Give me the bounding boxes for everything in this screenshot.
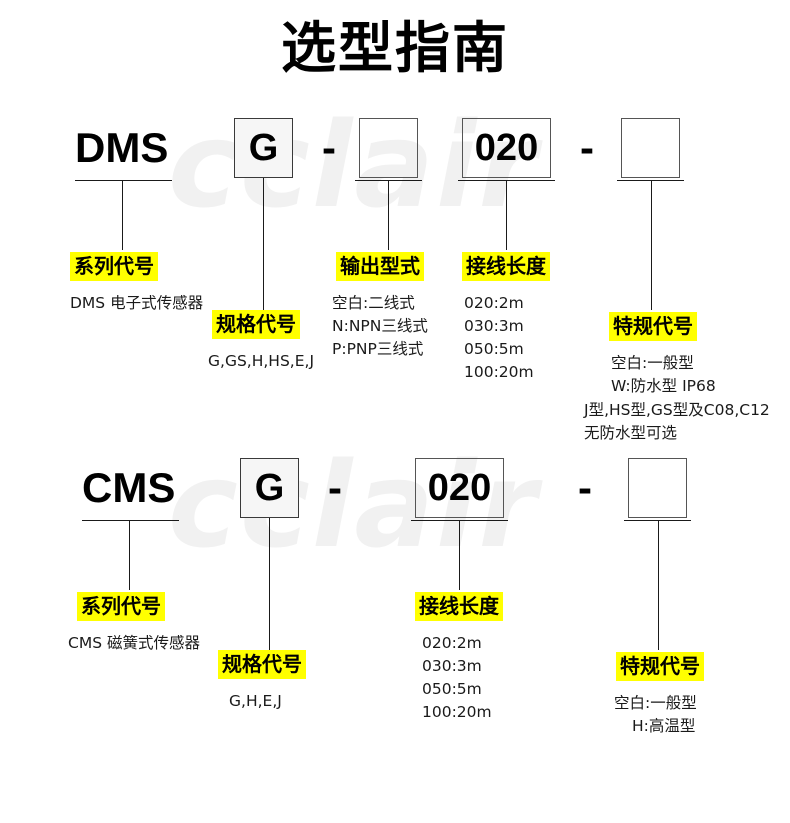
cms-length-note-2: 050:5m bbox=[422, 680, 482, 698]
cms-series-underline bbox=[82, 520, 179, 521]
dms-output-tag: 输出型式 bbox=[336, 252, 424, 281]
cms-special-leader bbox=[658, 520, 659, 650]
cms-spec-leader bbox=[269, 518, 270, 658]
dms-series-note-0: DMS 电子式传感器 bbox=[70, 294, 204, 312]
cms-series-tag: 系列代号 bbox=[77, 592, 165, 621]
dms-length-code-box: 020 bbox=[462, 118, 551, 178]
dms-output-note-0: 空白:二线式 bbox=[332, 294, 415, 312]
dms-length-note-3: 100:20m bbox=[464, 363, 534, 381]
dms-series-underline bbox=[75, 180, 172, 181]
dms-special-note-2: J型,HS型,GS型及C08,C12 bbox=[584, 401, 770, 419]
cms-spec-code-box: G bbox=[240, 458, 299, 518]
cms-series-code-text: CMS bbox=[82, 464, 176, 511]
dms-output-code-box bbox=[359, 118, 418, 178]
cms-dash-2: - bbox=[578, 464, 592, 511]
cms-dash-1: - bbox=[328, 464, 342, 511]
cms-length-note-0: 020:2m bbox=[422, 634, 482, 652]
cms-special-underline bbox=[624, 520, 691, 521]
cms-special-note-0: 空白:一般型 bbox=[614, 694, 697, 712]
dms-special-note-0: 空白:一般型 bbox=[611, 354, 694, 372]
dms-special-tag: 特规代号 bbox=[609, 312, 697, 341]
dms-length-tag: 接线长度 bbox=[462, 252, 550, 281]
cms-length-tag: 接线长度 bbox=[415, 592, 503, 621]
dms-length-note-2: 050:5m bbox=[464, 340, 524, 358]
dms-special-code-box bbox=[621, 118, 680, 178]
dms-dash-2: - bbox=[580, 124, 594, 171]
cms-series-leader bbox=[129, 520, 130, 590]
cms-special-code-box bbox=[628, 458, 687, 518]
dms-spec-leader bbox=[263, 178, 264, 318]
cms-length-leader bbox=[459, 520, 460, 590]
dms-length-note-1: 030:3m bbox=[464, 317, 524, 335]
dms-spec-note-0: G,GS,H,HS,E,J bbox=[208, 352, 315, 370]
cms-length-note-1: 030:3m bbox=[422, 657, 482, 675]
dms-output-note-2: P:PNP三线式 bbox=[332, 340, 424, 358]
cms-spec-tag: 规格代号 bbox=[218, 650, 306, 679]
cms-length-note-3: 100:20m bbox=[422, 703, 492, 721]
page-title: 选型指南 bbox=[280, 16, 509, 80]
cms-special-note-1: H:高温型 bbox=[632, 717, 696, 735]
dms-series-code-text: DMS bbox=[75, 124, 169, 171]
dms-special-note-3: 无防水型可选 bbox=[584, 424, 678, 442]
cms-series-note-0: CMS 磁簧式传感器 bbox=[68, 634, 200, 652]
dms-output-leader bbox=[388, 180, 389, 250]
cms-special-tag: 特规代号 bbox=[616, 652, 704, 681]
dms-series-tag: 系列代号 bbox=[70, 252, 158, 281]
dms-special-underline bbox=[617, 180, 684, 181]
cms-spec-note-0: G,H,E,J bbox=[229, 692, 282, 710]
dms-special-leader bbox=[651, 180, 652, 310]
dms-length-note-0: 020:2m bbox=[464, 294, 524, 312]
dms-series-leader bbox=[122, 180, 123, 250]
dms-length-leader bbox=[506, 180, 507, 250]
dms-spec-code-box: G bbox=[234, 118, 293, 178]
dms-dash-1: - bbox=[322, 124, 336, 171]
dms-spec-tag: 规格代号 bbox=[212, 310, 300, 339]
cms-length-code-box: 020 bbox=[415, 458, 504, 518]
dms-output-note-1: N:NPN三线式 bbox=[332, 317, 428, 335]
dms-special-note-1: W:防水型 IP68 bbox=[611, 377, 716, 395]
